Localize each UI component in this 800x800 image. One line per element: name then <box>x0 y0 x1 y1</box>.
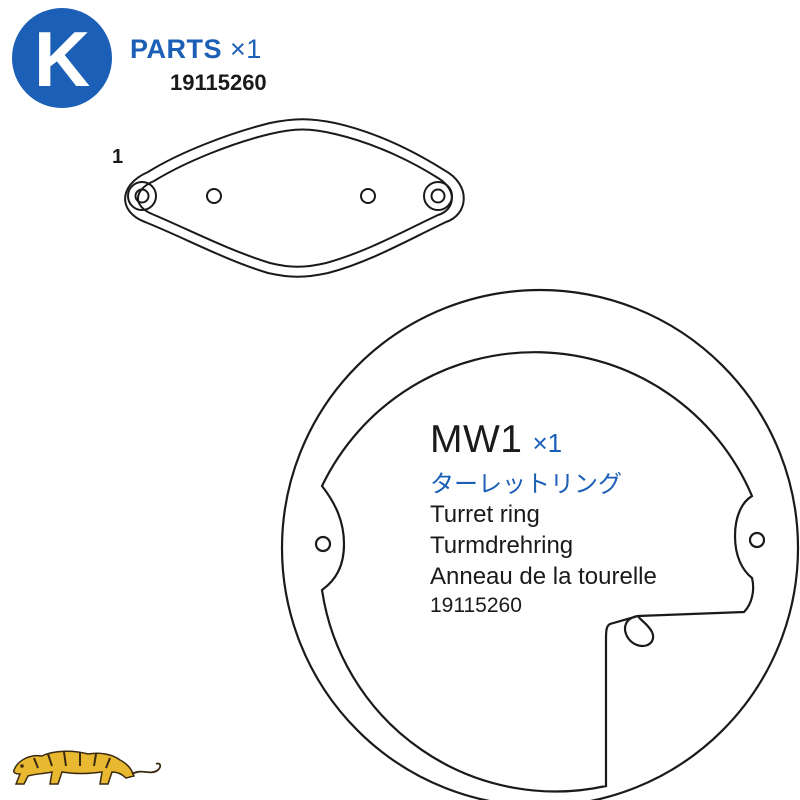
plate-hole-right-outer <box>423 181 453 211</box>
part-1-plate <box>124 118 465 278</box>
parts-title-text: PARTS <box>130 34 223 64</box>
parts-title: PARTS×1 <box>130 34 262 65</box>
parts-quantity: ×1 <box>230 34 262 64</box>
turret-ring-name-de: Turmdrehring <box>430 532 574 559</box>
plate-hole-left-inner <box>134 188 150 204</box>
turret-ring-code: MW1 <box>430 418 523 461</box>
plate-hole-center-right <box>360 188 376 204</box>
turret-ring-drawing <box>280 288 800 800</box>
part-number-label: 1 <box>112 146 124 168</box>
turret-ring-part-number: 19115260 <box>430 594 522 617</box>
plate-hole-right-inner <box>430 188 446 204</box>
turret-ring-name-fr: Anneau de la tourelle <box>430 563 657 590</box>
badge-letter: K <box>33 15 91 103</box>
turret-ring-hole-left <box>314 535 332 553</box>
parts-code: 19115260 <box>170 70 267 95</box>
turret-ring-label-block: MW1×1 ターレットリング Turret ring Turmdrehring … <box>430 418 657 620</box>
turret-ring-outer-edge <box>280 288 800 800</box>
turret-ring-code-row: MW1 ×1 <box>430 418 657 462</box>
plate-hole-left-outer <box>127 181 157 211</box>
tiger-logo-icon <box>13 750 162 785</box>
turret-ring-name-jp: ターレットリング <box>430 470 622 498</box>
plate-hole-center-left <box>206 188 222 204</box>
parts-letter-badge: K <box>12 8 112 108</box>
turret-ring-inner-edge <box>320 351 755 793</box>
turret-ring-quantity: ×1 <box>532 428 563 458</box>
turret-ring-name-en: Turret ring <box>430 501 540 528</box>
turret-ring-hole-right <box>748 531 766 549</box>
